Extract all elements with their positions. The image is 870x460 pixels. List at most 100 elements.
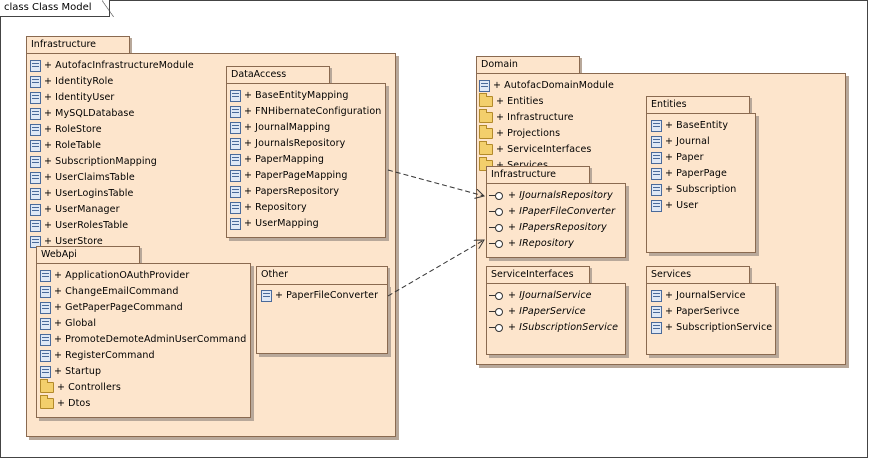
element-service-1[interactable]: + PaperSerivce	[651, 305, 739, 321]
class-icon	[30, 139, 41, 152]
element-infra-7[interactable]: + UserClaimsTable	[30, 171, 135, 187]
element-webapi-class-1[interactable]: + ChangeEmailCommand	[40, 285, 179, 301]
element-infra-5[interactable]: + RoleTable	[30, 139, 101, 155]
package-services-title: Services	[651, 269, 692, 280]
class-icon	[479, 79, 490, 92]
class-icon	[651, 167, 662, 180]
element-webapi-class-5[interactable]: + RegisterCommand	[40, 349, 155, 365]
element-dinfra-0[interactable]: + IJournalsRepository	[489, 189, 613, 205]
element-webapi-folder-1[interactable]: + Dtos	[40, 395, 90, 413]
element-webapi-class-2[interactable]: + GetPaperPageCommand	[40, 301, 183, 317]
package-infrastructure-title: Infrastructure	[31, 39, 97, 50]
element-infra-1[interactable]: + IdentityRole	[30, 75, 113, 91]
element-entity-3[interactable]: + PaperPage	[651, 167, 727, 183]
element-dataaccess-0[interactable]: + BaseEntityMapping	[230, 89, 349, 105]
element-dataaccess-6[interactable]: + PapersRepository	[230, 185, 339, 201]
element-dataaccess-4[interactable]: + PaperMapping	[230, 153, 324, 169]
element-serviceinterface-0[interactable]: + IJournalService	[489, 289, 592, 305]
package-domain-infrastructure-tab[interactable]: Infrastructure	[486, 166, 590, 184]
element-label: + PapersRepository	[244, 186, 340, 197]
package-dataaccess[interactable]	[226, 83, 386, 238]
package-serviceinterfaces[interactable]	[486, 283, 626, 355]
element-entity-5[interactable]: + User	[651, 199, 698, 215]
element-label: + PromoteDemoteAdminUserCommand	[54, 334, 247, 345]
package-entities[interactable]	[646, 113, 756, 253]
element-infra-4[interactable]: + RoleStore	[30, 123, 102, 139]
element-infra-3[interactable]: + MySQLDatabase	[30, 107, 134, 123]
package-webapi[interactable]	[36, 263, 251, 418]
element-entity-0[interactable]: + BaseEntity	[651, 119, 728, 135]
element-dinfra-2[interactable]: + IPapersRepository	[489, 221, 607, 237]
element-other-0[interactable]: + PaperFileConverter	[261, 289, 378, 305]
frame-title-corner	[102, 0, 114, 17]
element-dataaccess-1[interactable]: + FNHibernateConfiguration	[230, 105, 381, 121]
element-label: + ApplicationOAuthProvider	[54, 270, 190, 281]
class-icon	[40, 317, 51, 330]
class-icon	[230, 137, 241, 150]
class-icon	[30, 91, 41, 104]
class-icon	[230, 169, 241, 182]
element-infra-6[interactable]: + SubscriptionMapping	[30, 155, 157, 171]
package-services-tab[interactable]: Services	[646, 266, 750, 284]
element-service-2[interactable]: + SubscriptionService	[651, 321, 772, 337]
element-webapi-class-3[interactable]: + Global	[40, 317, 96, 333]
element-infra-8[interactable]: + UserLoginsTable	[30, 187, 133, 203]
element-infra-2[interactable]: + IdentityUser	[30, 91, 114, 107]
element-dinfra-1[interactable]: + IPaperFileConverter	[489, 205, 615, 221]
element-dataaccess-5[interactable]: + PaperPageMapping	[230, 169, 347, 185]
element-dataaccess-3[interactable]: + JournalsRepository	[230, 137, 345, 153]
interface-icon	[489, 191, 505, 200]
element-infra-0[interactable]: + AutofacInfrastructureModule	[30, 59, 194, 75]
element-label: + FNHibernateConfiguration	[244, 106, 382, 117]
element-dataaccess-8[interactable]: + UserMapping	[230, 217, 319, 233]
element-webapi-class-0[interactable]: + ApplicationOAuthProvider	[40, 269, 189, 285]
element-entity-4[interactable]: + Subscription	[651, 183, 736, 199]
element-domain-class-0[interactable]: + AutofacDomainModule	[479, 79, 614, 95]
element-entity-1[interactable]: + Journal	[651, 135, 710, 151]
element-domain-folder-2[interactable]: + Projections	[479, 125, 560, 143]
class-icon	[651, 321, 662, 334]
element-label: + IJournalsRepository	[508, 190, 613, 201]
element-domain-folder-0[interactable]: + Entities	[479, 93, 544, 111]
element-webapi-class-4[interactable]: + PromoteDemoteAdminUserCommand	[40, 333, 246, 349]
element-service-0[interactable]: + JournalService	[651, 289, 746, 305]
package-domain-infrastructure[interactable]	[486, 183, 626, 258]
element-serviceinterface-2[interactable]: + ISubscriptionService	[489, 321, 618, 337]
element-infra-11[interactable]: + UserStore	[30, 235, 103, 251]
package-webapi-tab[interactable]: WebApi	[36, 246, 140, 264]
package-serviceinterfaces-tab[interactable]: ServiceInterfaces	[486, 266, 590, 284]
package-entities-tab[interactable]: Entities	[646, 96, 750, 114]
element-label: + UserClaimsTable	[44, 172, 135, 183]
package-other[interactable]	[256, 284, 388, 354]
element-domain-folder-1[interactable]: + Infrastructure	[479, 109, 574, 127]
package-domain-tab[interactable]: Domain	[476, 56, 580, 74]
element-label: + RegisterCommand	[54, 350, 155, 361]
package-dataaccess-tab[interactable]: DataAccess	[226, 66, 330, 84]
element-infra-10[interactable]: + UserRolesTable	[30, 219, 128, 235]
element-label: + IdentityUser	[44, 92, 115, 103]
package-services[interactable]	[646, 283, 776, 355]
element-dataaccess-2[interactable]: + JournalMapping	[230, 121, 330, 137]
class-icon	[651, 135, 662, 148]
element-infra-9[interactable]: + UserManager	[30, 203, 120, 219]
element-label: + ISubscriptionService	[508, 322, 619, 333]
element-dinfra-3[interactable]: + IRepository	[489, 237, 574, 253]
class-icon	[651, 305, 662, 318]
element-webapi-folder-0[interactable]: + Controllers	[40, 379, 121, 397]
element-label: + SubscriptionService	[665, 322, 773, 333]
element-serviceinterface-1[interactable]: + IPaperService	[489, 305, 586, 321]
package-infrastructure-tab[interactable]: Infrastructure	[26, 36, 130, 54]
interface-icon	[489, 291, 505, 300]
package-webapi-title: WebApi	[41, 249, 77, 260]
package-other-title: Other	[261, 269, 288, 280]
class-icon	[651, 151, 662, 164]
element-label: + IRepository	[508, 238, 575, 249]
class-icon	[30, 59, 41, 72]
element-webapi-class-6[interactable]: + Startup	[40, 365, 101, 381]
class-icon	[30, 123, 41, 136]
element-entity-2[interactable]: + Paper	[651, 151, 704, 167]
element-dataaccess-7[interactable]: + Repository	[230, 201, 307, 217]
folder-icon	[479, 141, 493, 155]
element-domain-folder-3[interactable]: + ServiceInterfaces	[479, 141, 591, 159]
